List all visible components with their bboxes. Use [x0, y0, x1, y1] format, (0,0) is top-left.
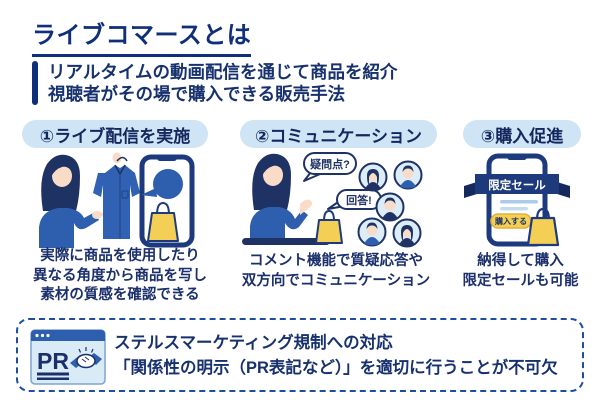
streamer-person	[39, 154, 109, 248]
caption-line: 限定セールも可能	[462, 272, 579, 289]
limited-sale-ribbon: 限定セール	[464, 174, 570, 198]
viewer-avatar	[393, 160, 423, 190]
page-title: ライブコマースとは	[32, 15, 252, 57]
subtitle-line: リアルタイムの動画配信を通じて商品を紹介	[48, 62, 398, 82]
footer-line: ステルスマーケティング規制への対応	[114, 334, 393, 352]
step1-caption: 実際に商品を使用したり 異なる角度から商品を写し 素材の質感を確認できる	[22, 247, 218, 306]
shopping-bag-icon	[315, 209, 343, 244]
ribbon-label: 限定セール	[488, 178, 546, 192]
pr-notice-box: PR ステルスマーケティング規制への対応 「関係性の明示（PR表記など）」を適切…	[16, 318, 584, 392]
question-bubble: 疑問点?	[303, 152, 357, 182]
caption-line: 実際に商品を使用したり	[40, 248, 200, 264]
step2-caption: コメント機能で質疑応答や 双方向でコミュニケーション	[230, 252, 442, 291]
answer-bubble-label: 回答!	[346, 193, 372, 207]
shopping-bag-icon	[147, 201, 179, 242]
speech-bubble-icon	[141, 169, 183, 199]
question-bubble-label: 疑問点?	[310, 157, 350, 171]
step2-header: ②コミュニケーション	[240, 120, 437, 148]
viewer-avatar	[375, 192, 405, 222]
text-line	[500, 207, 528, 211]
buy-button-label: 購入する	[494, 216, 527, 226]
caption-line: 異なる角度から商品を写し	[33, 267, 207, 284]
subtitle-accent-bar	[32, 61, 38, 105]
answer-bubble: 回答!	[327, 189, 382, 210]
caption-line: コメント機能で質疑応答や	[249, 253, 423, 269]
shopping-bag-icon	[526, 207, 560, 247]
caption-line: 双方向でコミュニケーション	[241, 272, 431, 289]
viewer-avatar	[392, 218, 422, 248]
buy-button: 購入する	[490, 213, 532, 229]
text-line	[500, 200, 538, 204]
step1-header: ①ライブ配信を実施	[22, 120, 208, 148]
step3-caption: 納得して購入 限定セールも可能	[448, 252, 593, 291]
communication-illustration: 疑問点? 回答!	[242, 152, 423, 248]
streamer-person	[250, 153, 313, 240]
purchase-illustration: 限定セール 購入する	[464, 153, 570, 247]
live-broadcast-illustration	[39, 152, 195, 248]
pr-browser-icon: PR	[30, 329, 106, 385]
viewer-avatar	[358, 162, 388, 192]
desk	[242, 238, 330, 245]
handshake-icon	[70, 347, 102, 369]
pr-label: PR	[37, 348, 69, 374]
subtitle-block: リアルタイムの動画配信を通じて商品を紹介 視聴者がその場で購入できる販売手法	[32, 61, 397, 105]
caption-line: 納得して購入	[477, 253, 564, 269]
step3-header: ③購入促進	[463, 120, 581, 148]
subtitle-line: 視聴者がその場で購入できる販売手法	[48, 84, 346, 104]
shirt-on-hanger	[93, 152, 140, 239]
viewer-avatar	[357, 217, 387, 247]
footer-line: 「関係性の明示（PR表記など）」を適切に行うことが不可欠	[114, 359, 558, 377]
caption-line: 素材の質感を確認できる	[40, 287, 200, 303]
